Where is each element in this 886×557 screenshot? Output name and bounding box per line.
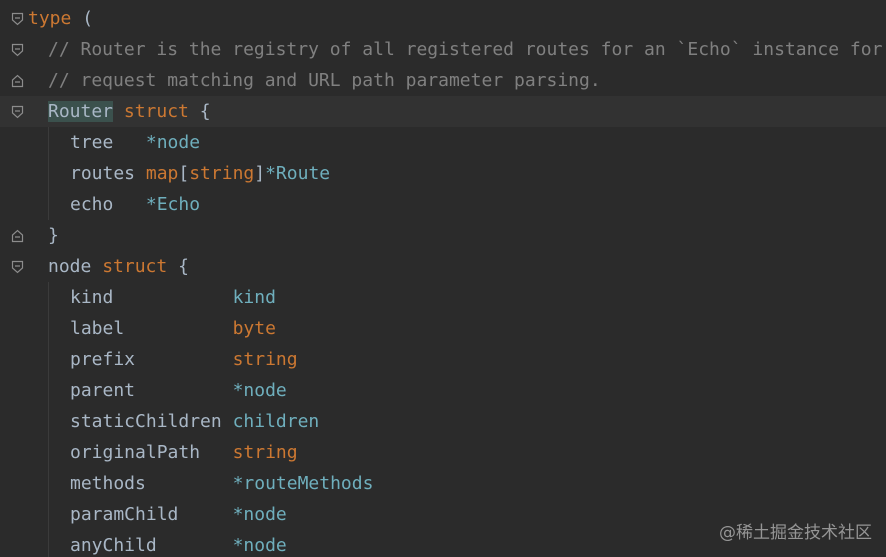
code-token: *routeMethods — [232, 473, 374, 494]
code-token: label — [70, 318, 233, 339]
code-text: anyChild *node — [70, 530, 287, 557]
code-token: kind — [70, 287, 233, 308]
code-token: struct — [123, 101, 189, 122]
code-text: kind kind — [70, 282, 276, 313]
fold-collapse-icon[interactable] — [11, 260, 24, 274]
code-token: ] — [254, 163, 266, 184]
fold-collapse-icon[interactable] — [11, 105, 24, 119]
fold-collapse-icon[interactable] — [11, 12, 24, 26]
code-line[interactable]: paramChild *node — [0, 499, 886, 530]
code-line[interactable]: type ( — [0, 3, 886, 34]
code-token — [113, 101, 124, 122]
code-token: [ — [178, 163, 190, 184]
code-line[interactable]: anyChild *node — [0, 530, 886, 557]
code-token: struct — [102, 256, 168, 277]
code-area[interactable]: type ( // Router is the registry of all r… — [0, 3, 886, 557]
code-text: echo *Echo — [70, 189, 200, 220]
code-text: paramChild *node — [70, 499, 287, 530]
code-line[interactable]: // request matching and URL path paramet… — [0, 65, 886, 96]
code-line[interactable]: kind kind — [0, 282, 886, 313]
code-token: *Route — [265, 163, 331, 184]
code-text: tree *node — [70, 127, 200, 158]
code-text: parent *node — [70, 375, 287, 406]
watermark: @稀土掘金技术社区 — [719, 523, 872, 543]
code-line[interactable]: // Router is the registry of all registe… — [0, 34, 886, 65]
fold-end-icon[interactable] — [11, 74, 24, 88]
code-line[interactable]: routes map[string]*Route — [0, 158, 886, 189]
code-token: paramChild — [70, 504, 233, 525]
code-token: byte — [232, 318, 276, 339]
code-token: methods — [70, 473, 233, 494]
code-text: prefix string — [70, 344, 298, 375]
code-text: staticChildren children — [70, 406, 319, 437]
indent-guide — [48, 282, 49, 557]
code-text: methods *routeMethods — [70, 468, 373, 499]
code-token: *node — [232, 535, 287, 556]
code-token: parent — [70, 380, 233, 401]
code-line[interactable]: tree *node — [0, 127, 886, 158]
code-token: string — [232, 349, 298, 370]
fold-collapse-icon[interactable] — [11, 43, 24, 57]
code-token: *Echo — [145, 194, 201, 215]
code-line[interactable]: methods *routeMethods — [0, 468, 886, 499]
code-text: // request matching and URL path paramet… — [48, 65, 601, 96]
editor-gutter — [0, 0, 26, 557]
code-line[interactable]: prefix string — [0, 344, 886, 375]
code-line[interactable]: Router struct { — [0, 96, 886, 127]
code-line[interactable]: originalPath string — [0, 437, 886, 468]
code-token: anyChild — [70, 535, 233, 556]
code-token: string — [232, 442, 298, 463]
code-token: node — [48, 256, 92, 277]
code-token: map — [145, 163, 179, 184]
code-line[interactable]: node struct { — [0, 251, 886, 282]
code-text: label byte — [70, 313, 276, 344]
code-token: originalPath — [70, 442, 233, 463]
code-token: // Router is the registry of all registe… — [48, 39, 883, 60]
code-token: { — [167, 256, 189, 277]
code-token: *node — [232, 380, 287, 401]
code-token: routes — [70, 163, 146, 184]
code-token: prefix — [70, 349, 233, 370]
code-text: Router struct { — [48, 96, 211, 127]
code-token: // request matching and URL path paramet… — [48, 70, 601, 91]
code-token: { — [188, 101, 211, 122]
code-token — [91, 256, 102, 277]
code-text: type ( — [28, 3, 93, 34]
code-token: *node — [232, 504, 287, 525]
code-token: type — [28, 8, 72, 29]
indent-guide — [48, 127, 49, 220]
code-token: Router — [48, 101, 114, 122]
code-text: routes map[string]*Route — [70, 158, 330, 189]
code-line[interactable]: } — [0, 220, 886, 251]
code-text: originalPath string — [70, 437, 298, 468]
code-token: echo — [70, 194, 146, 215]
code-token: } — [48, 225, 59, 246]
code-token: staticChildren — [70, 411, 233, 432]
code-line[interactable]: staticChildren children — [0, 406, 886, 437]
code-token: *node — [145, 132, 201, 153]
code-token: ( — [71, 8, 94, 29]
code-token: kind — [232, 287, 276, 308]
code-token: children — [232, 411, 320, 432]
fold-end-icon[interactable] — [11, 229, 24, 243]
code-text: // Router is the registry of all registe… — [48, 34, 882, 65]
code-token: tree — [70, 132, 146, 153]
code-line[interactable]: echo *Echo — [0, 189, 886, 220]
code-line[interactable]: label byte — [0, 313, 886, 344]
code-token: string — [189, 163, 255, 184]
code-text: } — [48, 220, 59, 251]
code-text: node struct { — [48, 251, 189, 282]
code-line[interactable]: parent *node — [0, 375, 886, 406]
